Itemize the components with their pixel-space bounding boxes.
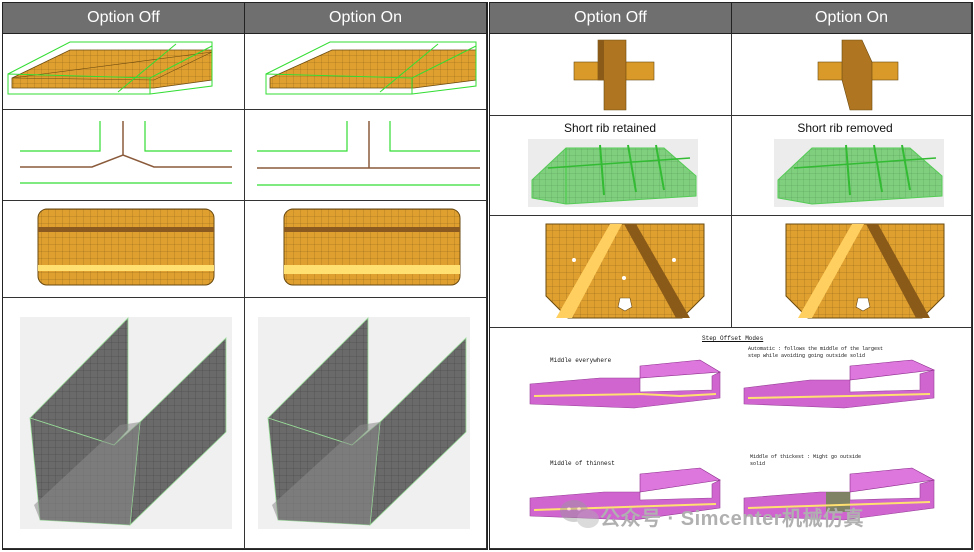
gusset-on-figure xyxy=(785,223,945,319)
panel-off-figure xyxy=(37,208,215,286)
wechat-icon xyxy=(560,500,599,528)
step-offset-middle-thinnest-figure xyxy=(529,467,721,521)
panel-on-figure xyxy=(283,208,461,286)
right-comparison-table xyxy=(489,2,973,550)
caption-short-rib-retained: Short rib retained xyxy=(563,121,657,135)
plate-on-figure xyxy=(265,41,477,95)
left-header-option-on: Option On xyxy=(245,3,487,34)
left-row2-on xyxy=(245,110,487,201)
label-automatic-line2: step while avoiding going outside solid xyxy=(748,353,866,359)
right-header-option-on: Option On xyxy=(732,3,972,34)
plate-off-figure xyxy=(7,41,213,95)
gusset-off-figure xyxy=(545,223,705,319)
label-middle-everywhere: Middle everywhere xyxy=(550,357,612,364)
channel-off-figure xyxy=(20,317,232,529)
channel-on-figure xyxy=(258,317,470,529)
label-middle-thickest-line2: solid xyxy=(750,461,766,467)
label-middle-thickest-line1: Middle of thickest : Might go outside xyxy=(750,454,862,460)
left-header-option-off: Option Off xyxy=(3,3,245,34)
cross-off-figure xyxy=(573,39,655,111)
left-comparison-table xyxy=(2,2,488,550)
step-offset-automatic-figure xyxy=(743,359,936,409)
step-offset-middle-thickest-figure xyxy=(743,467,935,521)
t-junction-off-figure xyxy=(20,121,232,184)
caption-short-rib-removed: Short rib removed xyxy=(797,121,893,135)
ribbed-plate-on-figure xyxy=(774,139,944,207)
ribbed-plate-off-figure xyxy=(528,139,698,207)
label-middle-thinnest: Middle of thinnest xyxy=(550,460,615,467)
step-offset-middle-everywhere-figure xyxy=(529,359,721,409)
step-offset-title: Step Offset Modes xyxy=(702,335,764,342)
t-junction-on-figure xyxy=(257,121,480,186)
watermark-text: 公众号 · Simcenter机械仿真 xyxy=(600,508,864,530)
right-header-option-off: Option Off xyxy=(490,3,732,34)
cross-on-figure xyxy=(817,39,899,111)
label-automatic-line1: Automatic : follows the middle of the la… xyxy=(748,346,884,352)
